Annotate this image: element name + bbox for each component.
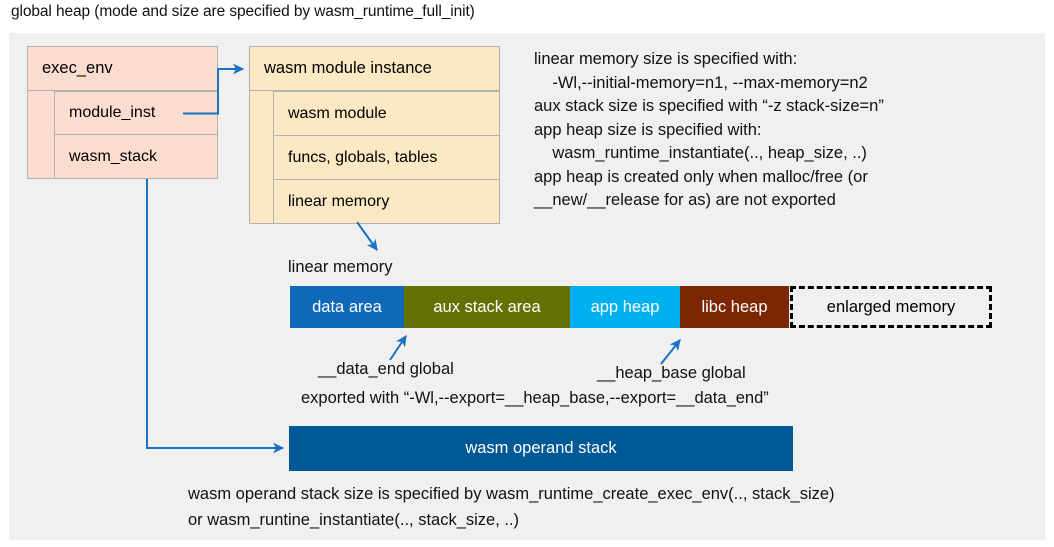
operand-stack-note: wasm operand stack size is specified by … <box>188 485 835 529</box>
memory-segment-aux-stack-area: aux stack area <box>404 286 570 328</box>
module-instance-field-funcs-globals-tables: funcs, globals, tables <box>273 135 500 180</box>
memory-segment-enlarged-memory: enlarged memory <box>790 286 992 328</box>
memory-segment-libc-heap-label: libc heap <box>701 297 768 316</box>
annotation-data-end: __data_end global <box>318 360 454 378</box>
module-instance-field-funcs-globals-tables-label: funcs, globals, tables <box>288 148 438 166</box>
module-instance-header: wasm module instance <box>249 46 500 91</box>
module-instance-header-label: wasm module instance <box>264 59 432 77</box>
linear-memory-notes: linear memory size is specified with: -W… <box>534 50 884 209</box>
exec-env-field-module-inst: module_inst <box>54 91 218 135</box>
memory-segment-data-area-label: data area <box>312 297 382 316</box>
memory-segment-app-heap-label: app heap <box>590 297 660 316</box>
memory-segment-enlarged-memory-label: enlarged memory <box>826 297 956 316</box>
annotation-exported-with: exported with “-Wl,--export=__heap_base,… <box>301 389 769 407</box>
module-instance-field-linear-memory-label: linear memory <box>288 192 390 210</box>
exec-env-header-label: exec_env <box>42 59 113 77</box>
module-instance-field-wasm-module: wasm module <box>273 91 500 136</box>
exec-env-field-module-inst-label: module_inst <box>69 104 156 121</box>
module-instance-field-linear-memory: linear memory <box>273 179 500 224</box>
page-title: global heap (mode and size are specified… <box>11 3 475 20</box>
exec-env-field-wasm-stack-label: wasm_stack <box>69 147 158 165</box>
exec-env-field-wasm-stack: wasm_stack <box>54 134 218 179</box>
exec-env-header: exec_env <box>27 46 218 91</box>
linear-memory-bar-label: linear memory <box>288 258 393 276</box>
wasm-operand-stack-bar: wasm operand stack <box>289 426 793 471</box>
memory-segment-aux-stack-area-label: aux stack area <box>433 297 541 316</box>
memory-segment-libc-heap: libc heap <box>680 286 789 328</box>
memory-segment-data-area: data area <box>290 286 404 328</box>
memory-segment-app-heap: app heap <box>570 286 680 328</box>
module-instance-field-wasm-module-label: wasm module <box>288 104 387 122</box>
annotation-heap-base: __heap_base global <box>597 364 746 382</box>
wasm-operand-stack-label: wasm operand stack <box>465 439 617 457</box>
